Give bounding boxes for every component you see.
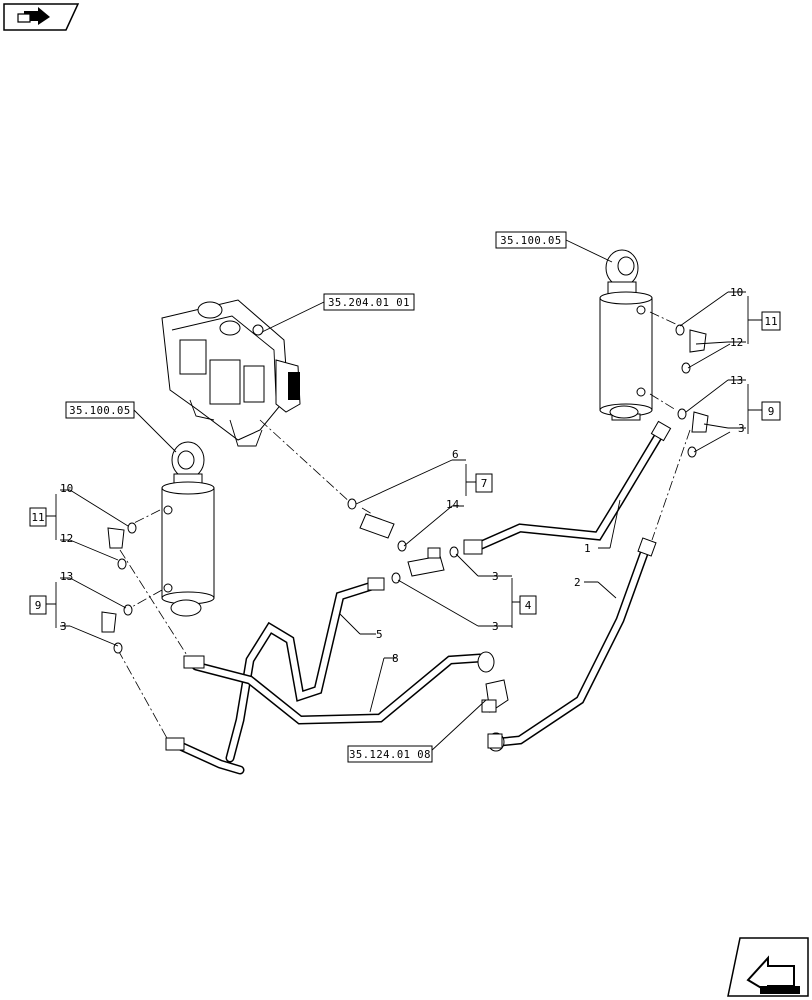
callout-2: 2	[574, 576, 581, 589]
fitting-7-adapter	[347, 498, 407, 552]
group-box-7[interactable]: 7	[475, 473, 493, 493]
right-hydraulic-cylinder	[599, 249, 653, 421]
group-box-4[interactable]: 4	[519, 595, 537, 615]
ref-label-valve: 35.204.01 01	[328, 297, 410, 309]
next-page-arrow-icon	[746, 955, 800, 994]
callout-1: 1	[584, 542, 591, 555]
ref-box-tee[interactable]: 35.124.01 08	[347, 745, 433, 763]
callout-3: 3	[492, 620, 499, 633]
callout-3: 3	[738, 422, 745, 435]
callout-5: 5	[376, 628, 383, 641]
group-box-11-left[interactable]: 11	[29, 507, 47, 527]
callout-8: 8	[392, 652, 399, 665]
group-label: 9	[35, 599, 42, 612]
ref-box-valve[interactable]: 35.204.01 01	[323, 293, 415, 311]
callout-3: 3	[60, 620, 67, 633]
elbow-fittings	[101, 324, 709, 751]
callout-10: 10	[60, 482, 73, 495]
group-label: 4	[525, 599, 532, 612]
hose-5	[225, 579, 383, 763]
ref-label-right-cylinder: 35.100.05	[500, 235, 561, 247]
previous-page-button[interactable]	[3, 3, 80, 31]
callout-13: 13	[730, 374, 743, 387]
callout-13: 13	[60, 570, 73, 583]
previous-page-arrow-icon	[17, 7, 50, 25]
callout-6: 6	[452, 448, 459, 461]
hose-8	[171, 653, 485, 775]
group-box-9-right[interactable]: 9	[761, 401, 781, 421]
hose-1	[465, 420, 672, 555]
group-label: 7	[481, 477, 488, 490]
callout-12: 12	[730, 336, 743, 349]
ref-label-tee: 35.124.01 08	[349, 749, 431, 761]
ref-label-left-cylinder: 35.100.05	[69, 405, 130, 417]
hose-2	[495, 537, 657, 747]
group-box-11-right[interactable]: 11	[761, 311, 781, 331]
group-label: 9	[768, 405, 775, 418]
callout-3: 3	[492, 570, 499, 583]
group-box-9-left[interactable]: 9	[29, 595, 47, 615]
callout-12: 12	[60, 532, 73, 545]
next-page-button[interactable]	[727, 937, 809, 997]
group-label: 11	[31, 511, 44, 524]
left-hydraulic-cylinder	[161, 441, 215, 617]
group-label: 11	[764, 315, 777, 328]
control-valve-assembly	[161, 299, 301, 447]
ref-box-left-cylinder[interactable]: 35.100.05	[65, 401, 135, 419]
ref-box-right-cylinder[interactable]: 35.100.05	[495, 231, 567, 249]
callout-14: 14	[446, 498, 460, 511]
callout-10: 10	[730, 286, 743, 299]
fitting-4-tee	[367, 539, 483, 591]
